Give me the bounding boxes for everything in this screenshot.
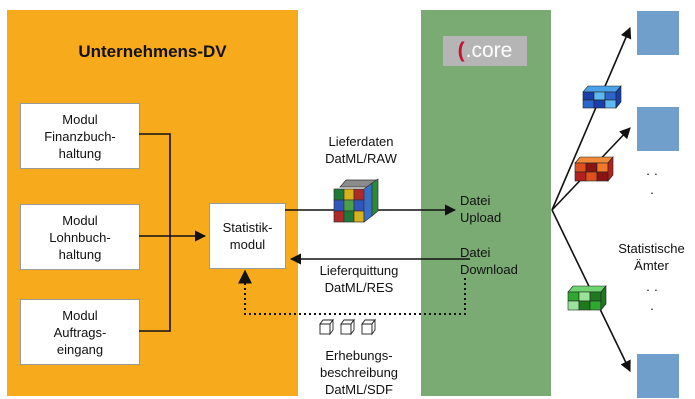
module-bracket-line [139,133,171,332]
sdf-cube-icons [319,318,376,336]
core-logo-mark: ( [457,39,465,62]
module-auftragseingang: Modul Auftrags- eingang [20,299,140,365]
statistik-module: Statistik- modul [209,203,286,269]
small-cube-icon-2 [340,318,355,336]
download-label: Datei Download [460,245,518,277]
small-cube-icon-3 [361,318,376,336]
erhebungsbeschreibung-label: Erhebungs- beschreibung DatML/SDF [319,348,399,397]
statistische-aemter-label: Statistische Ämter [618,241,685,273]
module-connectors [139,133,207,332]
agency-box-1 [637,11,679,55]
core-logo-text: .core [465,39,513,62]
upload-label: Datei Upload [460,193,502,225]
blue-packet-icon [582,85,622,109]
agency-box-3 [637,354,679,398]
fan-arrow-1 [551,26,632,211]
ellipsis-upper: · · · [645,166,659,200]
lieferdaten-label: Lieferdaten DatML/RAW [325,134,397,166]
ellipsis-lower: · · · [645,282,659,316]
green-packet-icon [567,285,607,311]
agency-box-2 [637,107,679,151]
agency-fan-arrows [551,26,632,373]
company-dv-title: Unternehmens-DV [78,42,227,61]
red-packet-icon [574,156,614,182]
small-cube-icon-1 [319,318,334,336]
module-finanzbuchhaltung: Modul Finanzbuch- haltung [20,103,140,169]
data-cube-icon [333,178,379,223]
lieferquittung-label: Lieferquittung DatML/RES [319,263,399,295]
module-lohnbuchhaltung: Modul Lohnbuch- haltung [20,204,140,270]
core-logo: ( .core [443,36,527,66]
core-panel [421,10,551,396]
sdf-dotted-arrow [238,269,466,315]
